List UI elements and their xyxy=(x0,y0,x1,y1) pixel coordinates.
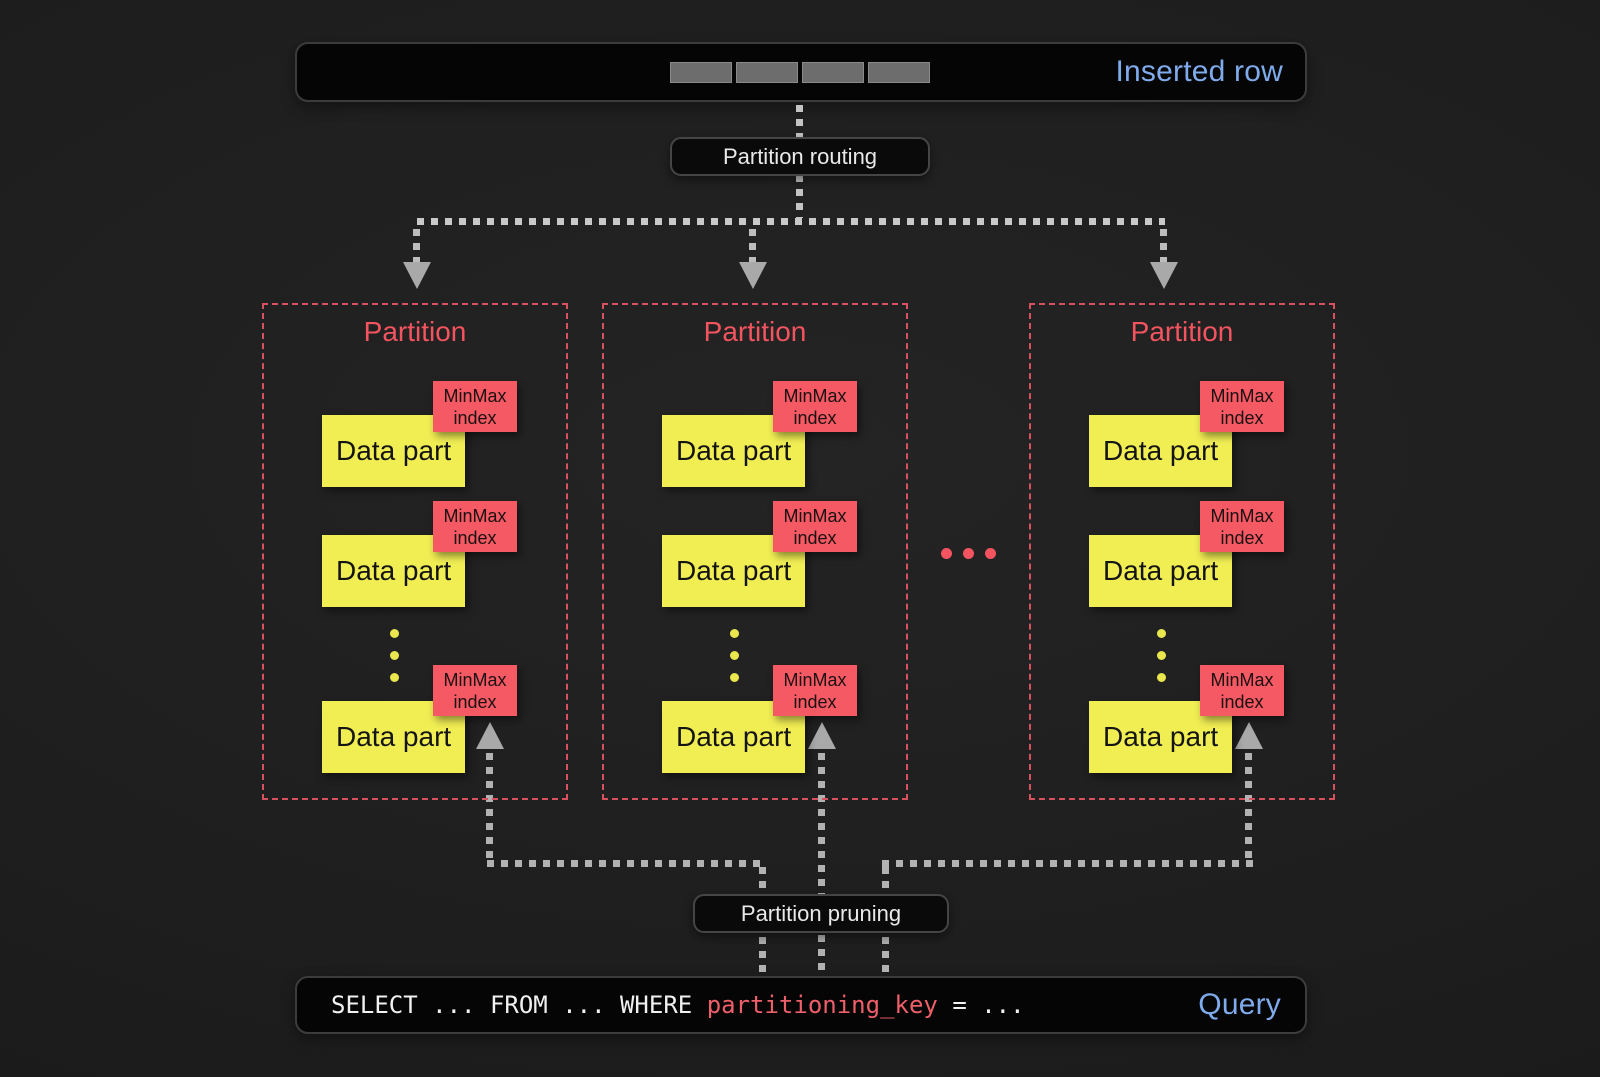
data-part-label: Data part xyxy=(676,435,792,466)
data-part-label: Data part xyxy=(676,721,792,752)
dotted-connector xyxy=(749,229,756,262)
row-segment xyxy=(736,62,798,83)
data-part-label: Data part xyxy=(336,435,452,466)
query-code: SELECT ... FROM ... WHERE partitioning_k… xyxy=(331,991,1025,1019)
minmax-index-tag: MinMax index xyxy=(1200,665,1284,716)
minmax-index-tag: MinMax index xyxy=(433,381,517,432)
partition-title: Partition xyxy=(703,316,807,347)
dotted-connector xyxy=(882,860,1253,867)
row-segment xyxy=(670,62,732,83)
dotted-connector xyxy=(486,753,493,864)
down-arrow-icon xyxy=(403,262,431,289)
data-part-label: Data part xyxy=(1103,721,1219,752)
query-code-before: SELECT ... FROM ... WHERE xyxy=(331,991,707,1019)
dotted-connector xyxy=(1160,229,1167,262)
inserted-row-bar: Inserted row xyxy=(295,42,1307,102)
data-part-label: Data part xyxy=(1103,435,1219,466)
data-part-label: Data part xyxy=(336,721,452,752)
data-part-label: Data part xyxy=(336,555,452,586)
row-segment xyxy=(802,62,864,83)
dotted-connector xyxy=(417,218,1165,225)
partitions-ellipsis xyxy=(941,548,996,559)
down-arrow-icon xyxy=(1150,262,1178,289)
partitioning-key-token: partitioning_key xyxy=(706,991,938,1019)
vertical-ellipsis-dots xyxy=(390,629,399,682)
dotted-connector xyxy=(1245,753,1252,864)
down-arrow-icon xyxy=(739,262,767,289)
partition-box-3: Partition Data part MinMax index Data pa… xyxy=(1029,303,1335,800)
data-part-box: Data part xyxy=(322,701,465,773)
partition-routing-label: Partition routing xyxy=(670,137,930,176)
minmax-index-tag: MinMax index xyxy=(1200,501,1284,552)
dotted-connector xyxy=(413,229,420,262)
minmax-index-tag: MinMax index xyxy=(773,381,857,432)
dotted-connector xyxy=(818,753,825,976)
partition-title: Partition xyxy=(1130,316,1234,347)
partition-pruning-label: Partition pruning xyxy=(693,894,949,933)
row-segment xyxy=(868,62,930,83)
data-part-label: Data part xyxy=(1103,555,1219,586)
minmax-index-tag: MinMax index xyxy=(1200,381,1284,432)
vertical-ellipsis-dots xyxy=(1157,629,1166,682)
partition-title: Partition xyxy=(363,316,467,347)
query-code-after: = ... xyxy=(937,991,1025,1019)
up-arrow-icon xyxy=(1235,722,1263,749)
minmax-index-tag: MinMax index xyxy=(773,501,857,552)
inserted-row-segments xyxy=(670,62,930,83)
dotted-connector xyxy=(487,860,766,867)
up-arrow-icon xyxy=(808,722,836,749)
minmax-index-tag: MinMax index xyxy=(773,665,857,716)
partition-box-1: Partition Data part MinMax index Data pa… xyxy=(262,303,568,800)
minmax-index-tag: MinMax index xyxy=(433,665,517,716)
partition-box-2: Partition Data part MinMax index Data pa… xyxy=(602,303,908,800)
up-arrow-icon xyxy=(476,722,504,749)
query-label: Query xyxy=(1198,988,1281,1021)
query-bar: SELECT ... FROM ... WHERE partitioning_k… xyxy=(295,976,1307,1034)
inserted-row-label: Inserted row xyxy=(1115,55,1283,88)
data-part-label: Data part xyxy=(676,555,792,586)
vertical-ellipsis-dots xyxy=(730,629,739,682)
data-part-box: Data part xyxy=(1089,415,1232,487)
minmax-index-tag: MinMax index xyxy=(433,501,517,552)
